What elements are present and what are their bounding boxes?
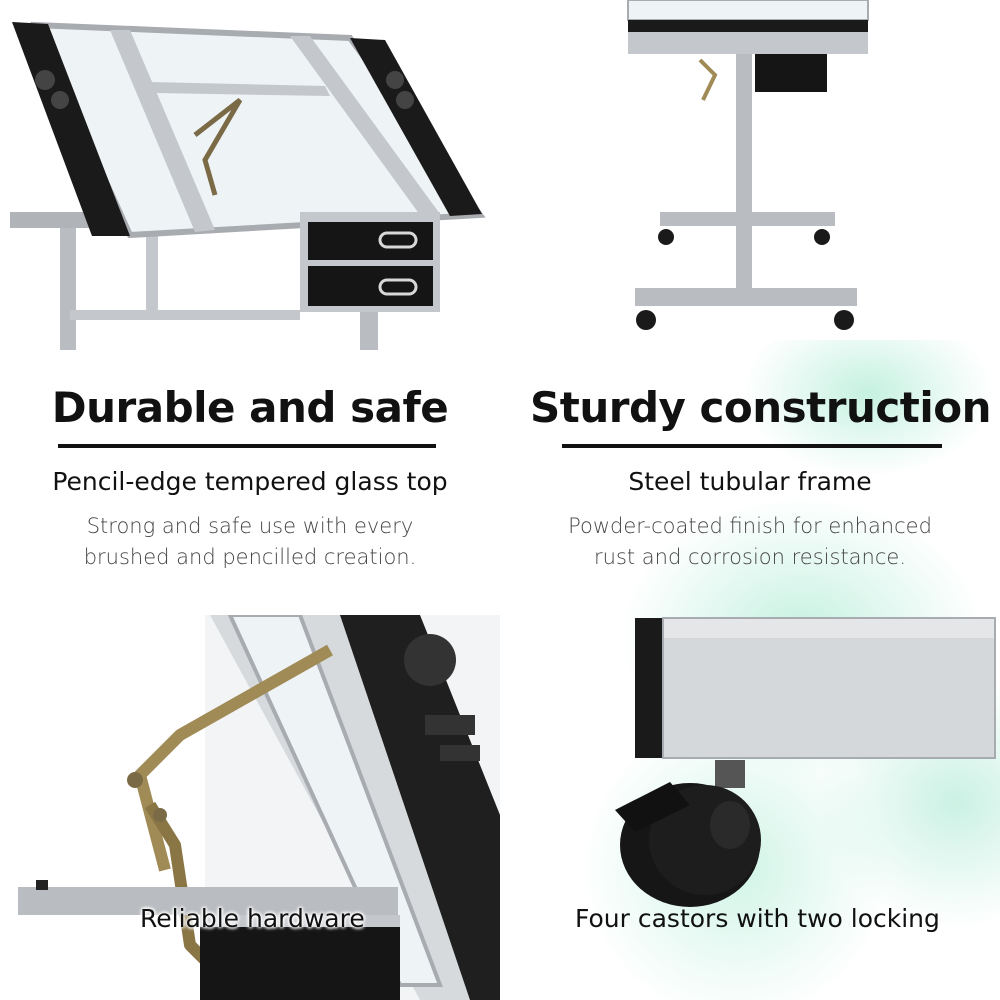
heading-divider (58, 444, 436, 448)
caption-hardware: Reliable hardware (140, 904, 365, 933)
feature-description-steel-frame: Powder-coated finish for enhanced rust a… (545, 511, 955, 573)
feature-subheading-steel-frame: Steel tubular frame (628, 467, 872, 496)
feature-heading-durable: Durable and safe (51, 383, 449, 432)
drafting-table-photo (0, 0, 500, 355)
table-side-view-photo (600, 0, 890, 340)
description-line: Strong and safe use with every (86, 514, 414, 538)
heading-divider (562, 444, 942, 448)
tilt-hardware-photo (0, 615, 500, 1000)
feature-description-glass-top: Strong and safe use with every brushed a… (40, 511, 460, 573)
description-line: rust and corrosion resistance. (594, 545, 906, 569)
description-line: brushed and pencilled creation. (83, 545, 417, 569)
caption-castors: Four castors with two locking (575, 904, 940, 933)
castor-wheel-photo (595, 610, 1000, 940)
feature-subheading-glass-top: Pencil-edge tempered glass top (52, 467, 448, 496)
feature-heading-sturdy: Sturdy construction (530, 383, 991, 432)
description-line: Powder-coated finish for enhanced (568, 514, 932, 538)
